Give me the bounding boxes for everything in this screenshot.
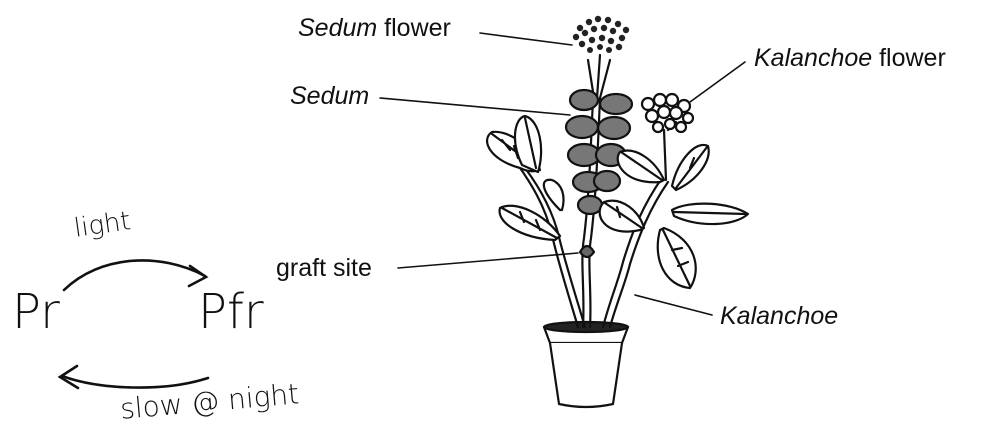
- label-light: light: [72, 208, 132, 242]
- label-graft-site: graft site: [276, 256, 372, 281]
- label-sedum-flower: Sedum flower: [298, 16, 451, 41]
- label-kalanchoe-flower: Kalanchoe flower: [754, 46, 946, 71]
- label-sedum: Sedum: [290, 84, 369, 109]
- sedum-flower-cluster: [573, 16, 629, 53]
- phytochrome-cycle-arrows: [60, 260, 208, 388]
- graft-site-mark: [580, 246, 594, 257]
- flower-pot: [544, 322, 628, 407]
- kalanchoe-leaves: [487, 116, 748, 288]
- reverse-arrow: [62, 376, 208, 388]
- label-pfr: Pfr: [198, 288, 264, 336]
- label-kalanchoe: Kalanchoe: [720, 304, 838, 329]
- label-pr: Pr: [12, 288, 60, 336]
- forward-arrow: [64, 260, 205, 290]
